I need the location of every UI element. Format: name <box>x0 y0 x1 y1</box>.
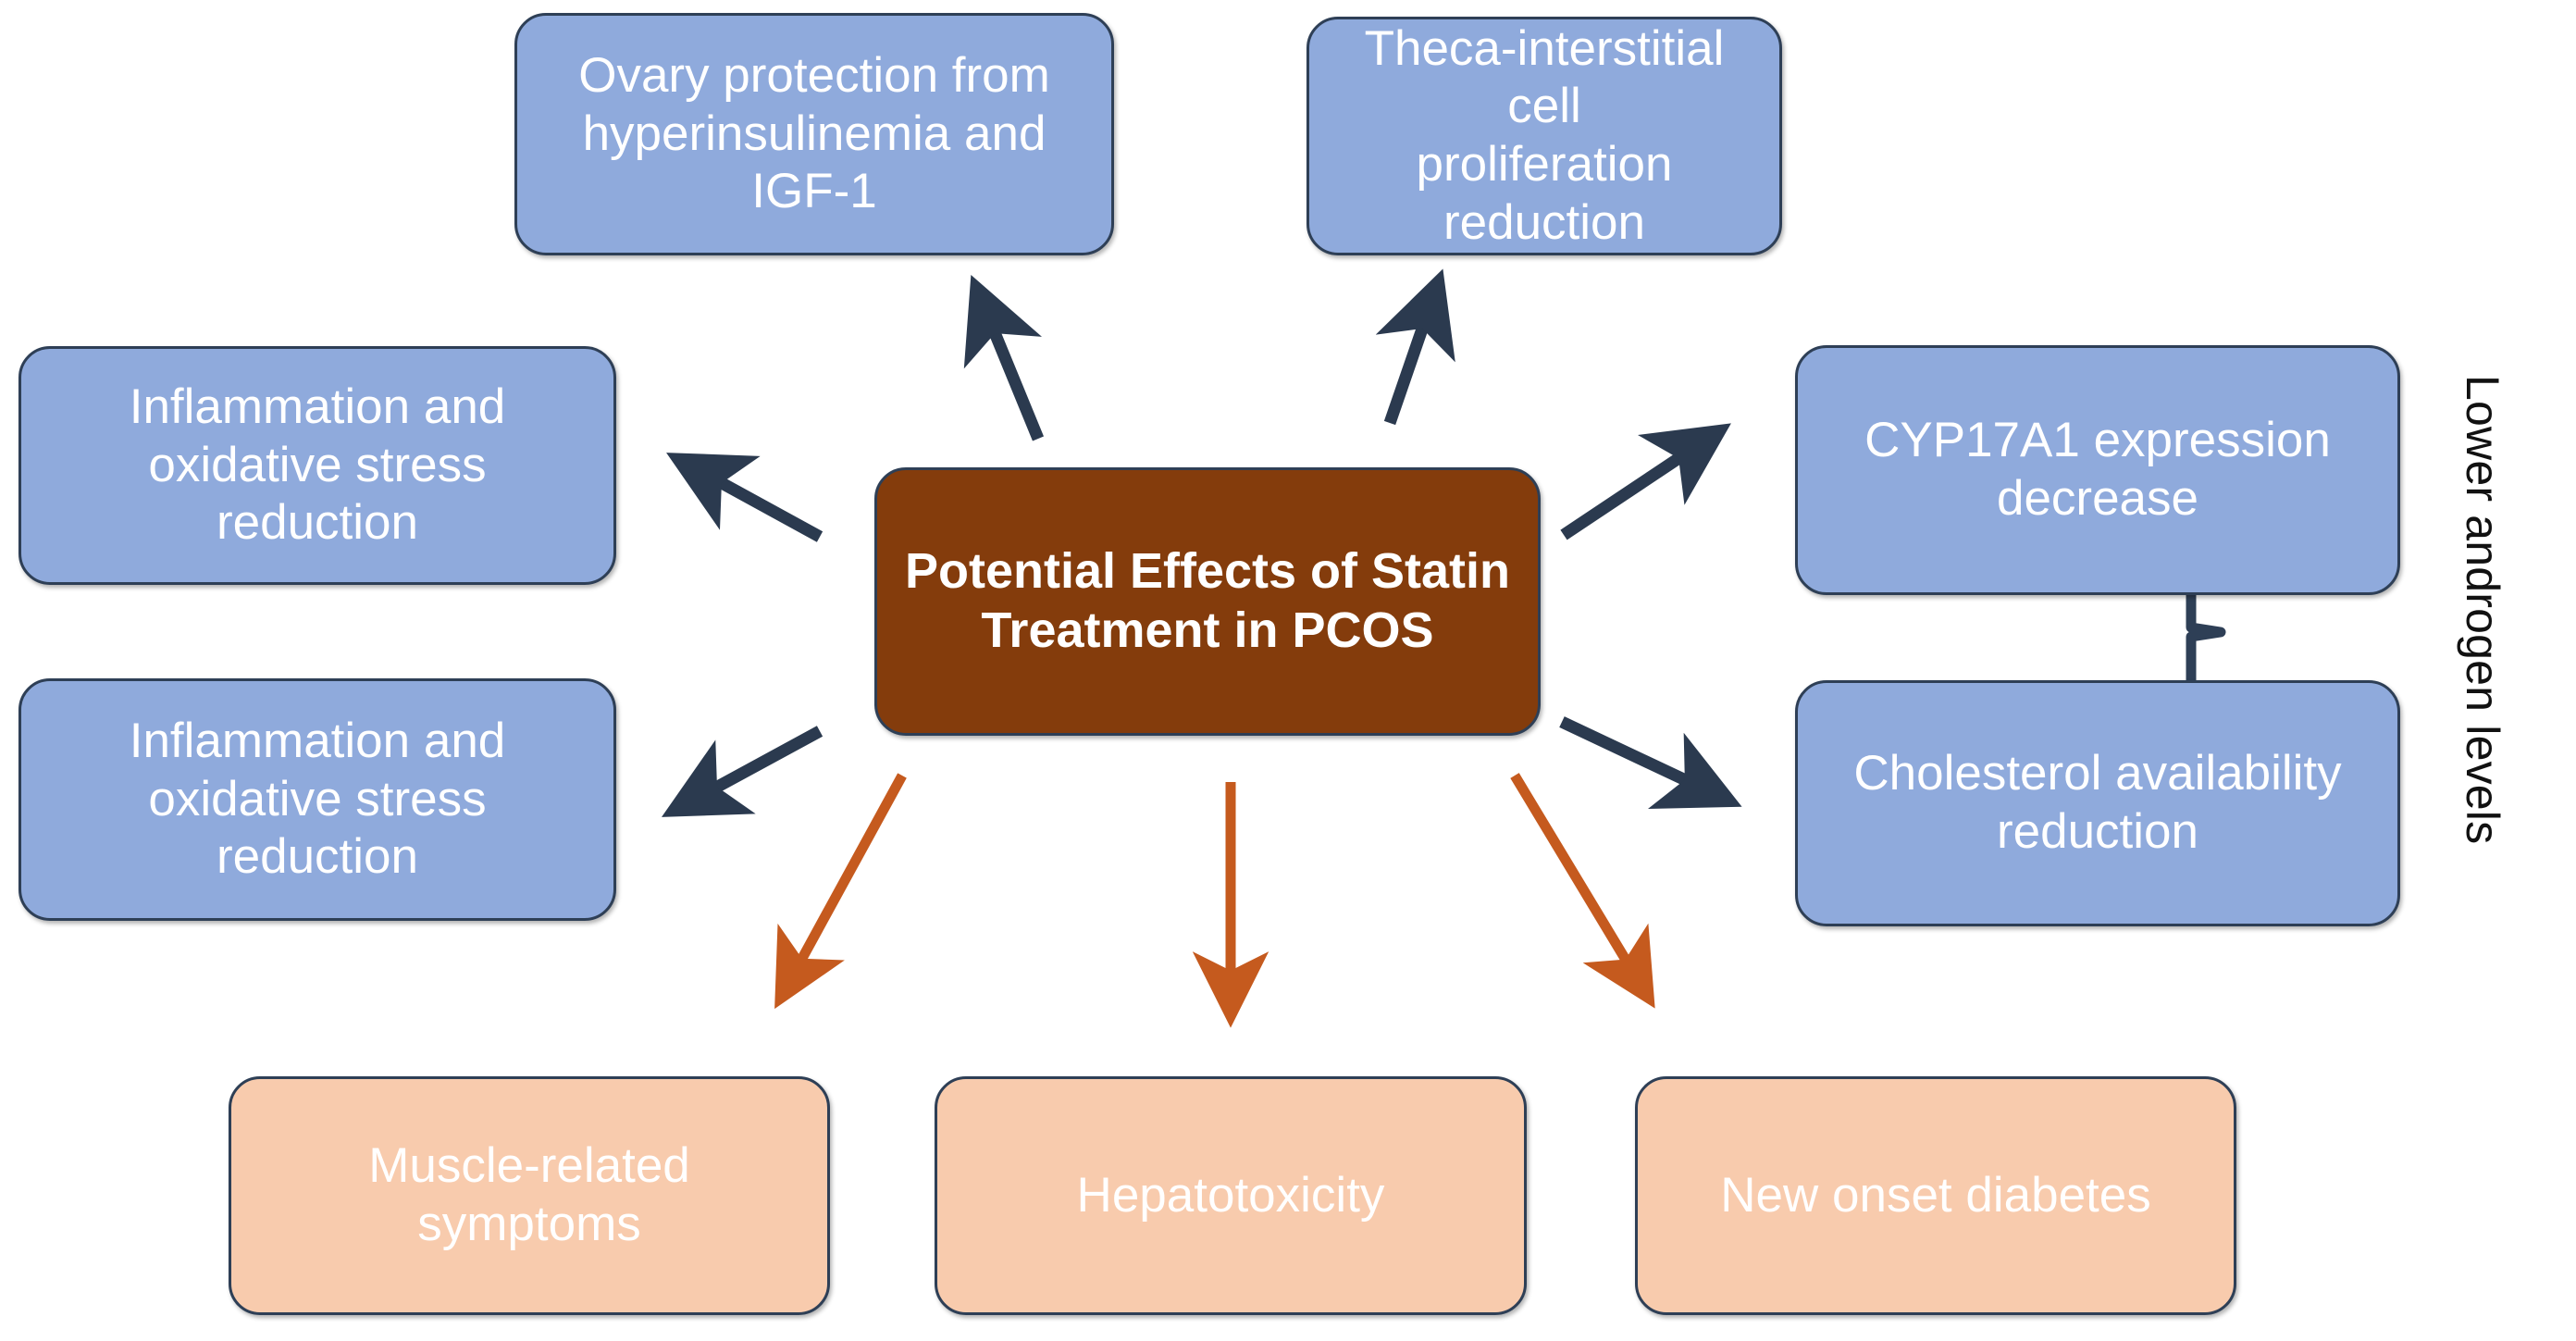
node-ovary-protection-label: Ovary protection from hyperinsulinemia a… <box>578 48 1050 219</box>
node-inflammation-lower-label: Inflammation and oxidative stress reduct… <box>129 714 506 885</box>
node-ovary-protection[interactable]: Ovary protection from hyperinsulinemia a… <box>514 13 1114 255</box>
node-hepatotoxicity[interactable]: Hepatotoxicity <box>935 1076 1527 1315</box>
node-cholesterol-availability-label: Cholesterol availability reduction <box>1853 746 2342 859</box>
arrow-center-to-inflammation-lower <box>662 726 824 817</box>
arrow-center-to-cyp17a1 <box>1560 423 1731 540</box>
node-inflammation-lower[interactable]: Inflammation and oxidative stress reduct… <box>19 678 616 921</box>
node-theca-interstitial[interactable]: Theca-interstitial cell proliferation re… <box>1307 17 1782 255</box>
lower-androgen-levels-label: Lower androgen levels <box>2457 375 2508 845</box>
node-cholesterol-availability[interactable]: Cholesterol availability reduction <box>1795 680 2400 926</box>
node-cyp17a1[interactable]: CYP17A1 expression decrease <box>1795 345 2400 595</box>
node-cyp17a1-label: CYP17A1 expression decrease <box>1864 413 2331 526</box>
node-new-onset-diabetes[interactable]: New onset diabetes <box>1635 1076 2236 1315</box>
arrow-center-to-cholesterol-availability <box>1559 716 1742 810</box>
node-theca-interstitial-label: Theca-interstitial cell proliferation re… <box>1364 20 1725 250</box>
node-inflammation-upper[interactable]: Inflammation and oxidative stress reduct… <box>19 346 616 585</box>
node-muscle-related-label: Muscle-related symptoms <box>368 1138 690 1251</box>
node-hepatotoxicity-label: Hepatotoxicity <box>1076 1167 1385 1223</box>
center-node-label: Potential Effects of Statin Treatment in… <box>904 543 1511 658</box>
arrow-center-to-muscle-related <box>774 773 907 1010</box>
arrow-center-to-new-onset-diabetes <box>1510 773 1655 1009</box>
node-inflammation-upper-label: Inflammation and oxidative stress reduct… <box>129 379 506 551</box>
center-node[interactable]: Potential Effects of Statin Treatment in… <box>874 467 1541 736</box>
arrow-center-to-theca-interstitial <box>1375 268 1455 426</box>
node-new-onset-diabetes-label: New onset diabetes <box>1720 1167 2151 1223</box>
arrow-center-to-ovary-protection <box>963 274 1045 441</box>
node-muscle-related[interactable]: Muscle-related symptoms <box>229 1076 830 1315</box>
arrow-center-to-inflammation-upper <box>666 453 824 542</box>
